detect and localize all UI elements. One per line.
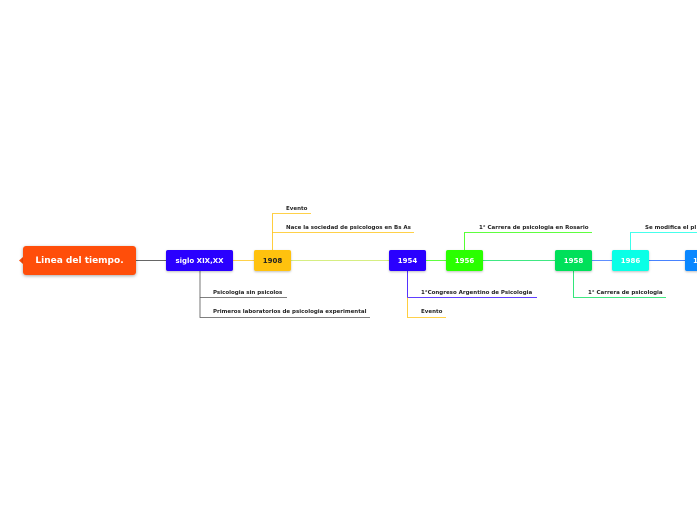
timeline-node-siglo[interactable]: siglo XIX,XX [166, 250, 233, 271]
branch-carrera-rosario [464, 232, 592, 250]
branch-carrera-psicologia [573, 271, 666, 298]
event-text: Evento [286, 206, 308, 212]
root-topic-linea-del-tiempo[interactable]: Linea del tiempo. [23, 246, 136, 275]
timeline-node-label: 1958 [563, 256, 584, 265]
branch-evento-1908 [272, 213, 311, 233]
timeline-node-1908[interactable]: 1908 [254, 250, 291, 271]
event-label-se-modifica[interactable]: Se modifica el pl [645, 225, 696, 231]
timeline-node-1954[interactable]: 1954 [389, 250, 426, 271]
event-text: Evento [421, 309, 443, 315]
event-text: 1° Carrera de psicologia [588, 290, 663, 296]
branch-primeros-laboratorios [199, 297, 370, 318]
timeline-node-label: 1 [693, 256, 697, 265]
event-label-congreso-argentino[interactable]: 1°Congreso Argentino de Psicologia [421, 290, 532, 296]
event-label-evento-1954[interactable]: Evento [421, 309, 442, 315]
event-label-primeros-laboratorios[interactable]: Primeros laboratorios de psicologia expe… [213, 309, 366, 315]
branch-nace-sociedad [272, 232, 414, 250]
event-label-carrera-psicologia[interactable]: 1° Carrera de psicologia [588, 290, 663, 296]
event-text: Primeros laboratorios de psicologia expe… [213, 309, 367, 315]
event-text: 1°Congreso Argentino de Psicologia [421, 290, 533, 296]
event-label-carrera-rosario[interactable]: 1° Carrera de psicologia en Rosario [479, 225, 589, 231]
timeline-node-label: 1986 [620, 256, 641, 265]
timeline-node-1956[interactable]: 1956 [446, 250, 483, 271]
branch-se-modifica [630, 232, 697, 250]
timeline-node-label: siglo XIX,XX [175, 256, 224, 265]
root-collapse-marker [19, 257, 23, 264]
timeline-node-label: 1956 [454, 256, 475, 265]
event-label-psicologia-sin-psicolos[interactable]: Psicologia sin psicolos [213, 290, 282, 296]
timeline-node-1986[interactable]: 1986 [612, 250, 649, 271]
timeline-node-next[interactable]: 1 [685, 250, 697, 271]
event-label-evento-1908[interactable]: Evento [286, 206, 307, 212]
root-topic-label: Linea del tiempo. [35, 255, 124, 266]
timeline-node-label: 1954 [397, 256, 418, 265]
event-text: Se modifica el pl [645, 225, 697, 231]
branch-evento-1954 [407, 297, 446, 318]
timeline-node-label: 1908 [262, 256, 283, 265]
timeline-node-1958[interactable]: 1958 [555, 250, 592, 271]
event-text: Psicologia sin psicolos [213, 290, 283, 296]
event-text: 1° Carrera de psicologia en Rosario [479, 225, 589, 231]
event-text: Nace la sociedad de psicologos en Bs As [286, 225, 411, 231]
event-label-nace-sociedad[interactable]: Nace la sociedad de psicologos en Bs As [286, 225, 411, 231]
